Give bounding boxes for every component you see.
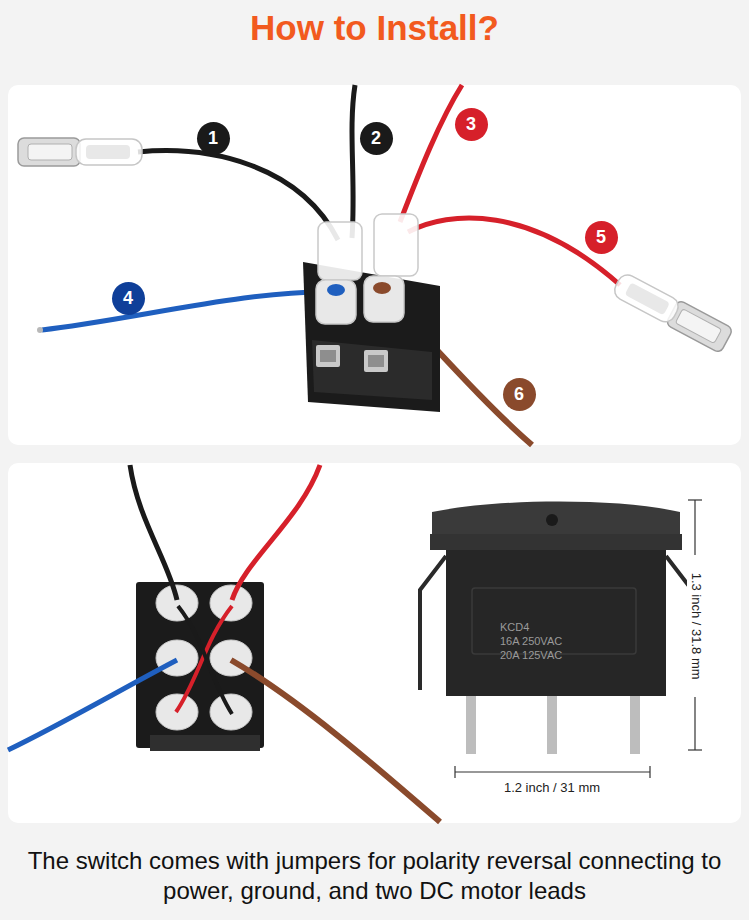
callout-number: 6: [503, 378, 536, 411]
callout-number: 5: [585, 221, 618, 254]
dimension-label: 1.3 inch / 31.8 mm: [688, 570, 702, 683]
dimension-line: [455, 500, 702, 778]
wire: [352, 85, 355, 238]
panel: [8, 463, 741, 823]
wire: [408, 218, 620, 285]
callout-number: 3: [455, 108, 488, 141]
switch-marking: 20A 125VAC: [500, 649, 562, 661]
callout-number: 4: [112, 282, 145, 315]
wire: [42, 292, 330, 330]
caption: The switch comes with jumpers for polari…: [20, 846, 729, 906]
callout-text: 1: [208, 128, 218, 149]
title: How to Install?: [0, 8, 749, 48]
rocker-switch: [303, 214, 440, 412]
callout-number: 2: [360, 122, 393, 155]
wire: [400, 85, 462, 222]
callout-text: 5: [596, 227, 606, 248]
switch-side-view: [420, 502, 692, 755]
wire: [138, 151, 338, 240]
callout-text: 4: [123, 288, 133, 309]
spade-connector: [18, 138, 142, 166]
switch-marking: 16A 250VAC: [500, 635, 562, 647]
callout-text: 3: [466, 114, 476, 135]
callout-number: 1: [197, 122, 230, 155]
callout-text: 6: [514, 384, 524, 405]
spade-connector: [611, 271, 734, 354]
dimension-label: 1.2 inch / 31 mm: [504, 781, 600, 795]
switch-marking: KCD4: [500, 621, 529, 633]
panel: [8, 85, 741, 445]
callout-text: 2: [371, 128, 381, 149]
